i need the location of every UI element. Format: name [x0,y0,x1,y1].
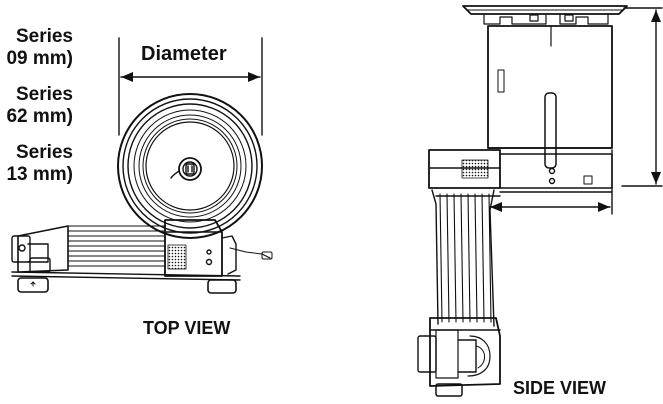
top-junction-box [164,219,223,277]
top-driver-box [11,225,241,281]
top-view-drawing [11,37,273,294]
series-label-1-size: 09 mm) [6,48,73,69]
diameter-arrow-right [248,72,260,82]
spring-clips [483,13,609,25]
top-flex-conduit [67,225,166,267]
top-vent-grille [167,244,187,270]
side-width-dimension [489,149,613,215]
top-clip-wire [221,235,273,275]
diameter-arrow-left [121,72,133,82]
diameter-label: Diameter [141,43,227,65]
center-hub-icon [170,157,202,181]
series-label-1-name: Series [15,26,73,47]
series-label-3-name: Series [15,142,73,163]
side-driver-assembly [417,317,501,397]
side-vent-grille [461,159,489,179]
side-view-label: SIDE VIEW [513,378,607,398]
height-dimension [621,7,663,187]
series-label-2-name: Series [15,84,73,105]
housing-can [487,25,613,169]
side-view-drawing [417,5,663,397]
trim-ring [462,5,628,15]
side-flex-conduit [431,189,501,327]
side-junction-box [428,149,613,193]
series-label-2-size: 62 mm) [6,106,73,127]
series-label-2: Series 62 mm) [6,84,73,128]
round-housing [117,93,263,239]
series-label-1: Series 09 mm) [6,26,73,70]
series-label-3-size: 13 mm) [6,164,73,185]
top-view-label: TOP VIEW [143,318,231,338]
top-feet [17,277,237,294]
series-label-3: Series 13 mm) [6,142,73,186]
